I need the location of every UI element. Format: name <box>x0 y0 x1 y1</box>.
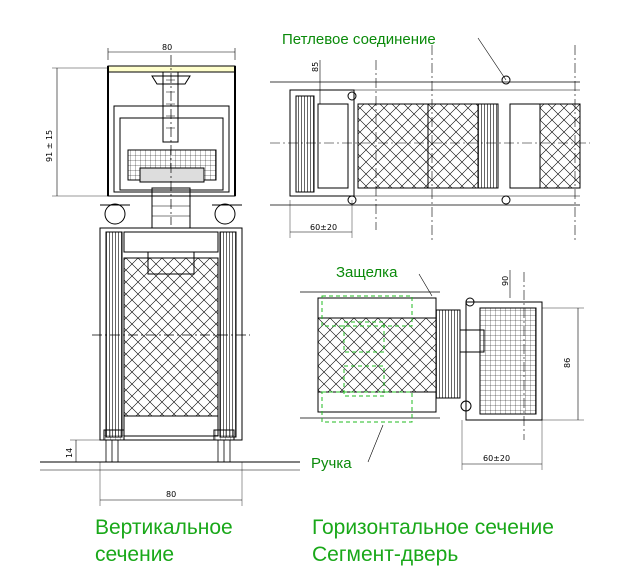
dim-vertical-bottom-gap: 14 <box>65 448 74 458</box>
hinge-joint-top <box>501 75 511 85</box>
caption-horizontal-line2: Сегмент-дверь <box>312 543 458 566</box>
latch-frame-core <box>479 307 537 415</box>
horizontal-section-latch-drawing <box>300 270 584 470</box>
label-handle: Ручка <box>311 455 352 472</box>
dim-vertical-top-width: 80 <box>162 43 172 52</box>
dim-top-right-horizontal: 60±20 <box>310 223 337 232</box>
latch-insulation <box>317 317 437 393</box>
dim-bottom-right-horizontal: 60±20 <box>483 454 510 463</box>
dim-top-right-vertical: 85 <box>311 62 320 72</box>
hinge-insulation-2 <box>539 103 581 189</box>
roller-right <box>214 203 236 225</box>
roller-left <box>104 203 126 225</box>
caption-vertical-line1: Вертикальное <box>95 516 233 539</box>
hinge-pin-top <box>347 91 357 101</box>
dim-bottom-right-top: 90 <box>501 276 510 286</box>
label-latch: Защелка <box>336 264 398 281</box>
header-top-strip <box>107 65 236 73</box>
dim-bottom-right-height: 86 <box>563 358 572 368</box>
label-hinge: Петлевое соединение <box>282 31 436 48</box>
vertical-section-drawing <box>40 48 300 506</box>
dim-vertical-bottom-width: 80 <box>166 490 176 499</box>
caption-vertical-line2: сечение <box>95 543 174 566</box>
insulation-core <box>123 257 219 417</box>
hinge-insulation-1 <box>357 103 429 189</box>
caption-horizontal-line1: Горизонтальное сечение <box>312 516 554 539</box>
latch-frame <box>465 301 543 421</box>
door-panel <box>99 227 243 441</box>
center-bolt <box>162 71 179 143</box>
horizontal-section-hinge-drawing <box>270 37 590 240</box>
handle-outline <box>321 295 413 423</box>
dim-vertical-height: 91 ± 15 <box>45 130 54 162</box>
